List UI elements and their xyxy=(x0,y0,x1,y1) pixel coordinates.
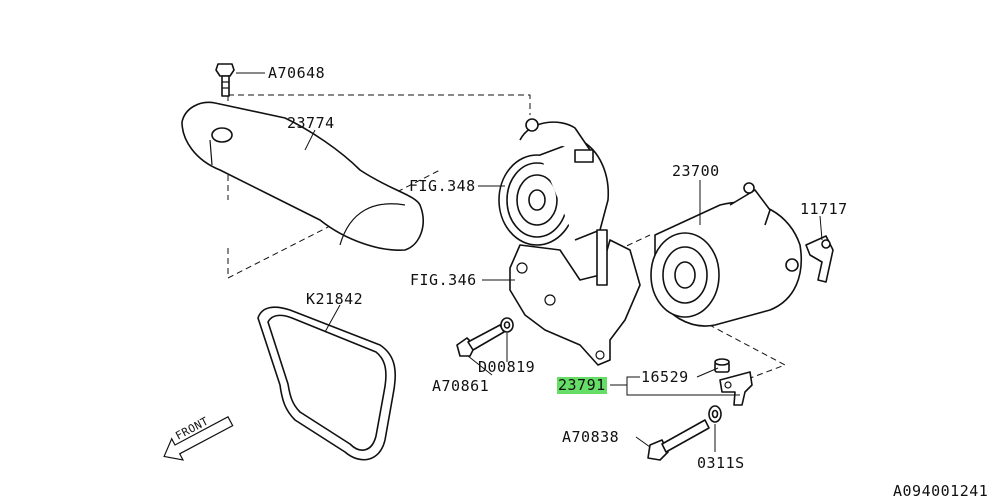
label-fig-348[interactable]: FIG.348 xyxy=(409,177,476,195)
front-label: FRONT xyxy=(173,414,211,442)
alternator-23700[interactable] xyxy=(650,182,802,327)
washer-0311s[interactable] xyxy=(708,405,722,423)
label-k21842[interactable]: K21842 xyxy=(306,290,363,308)
leader-lines xyxy=(236,72,823,452)
label-a70861[interactable]: A70861 xyxy=(432,377,489,395)
label-0311s[interactable]: 0311S xyxy=(697,454,745,472)
label-fig-346[interactable]: FIG.346 xyxy=(410,271,477,289)
drive-belt-k21842[interactable] xyxy=(257,306,396,461)
front-arrow-icon: FRONT xyxy=(163,414,234,461)
catalog-id: A094001241 xyxy=(893,482,988,499)
bolt-a70838[interactable] xyxy=(647,419,710,461)
label-11717[interactable]: 11717 xyxy=(800,200,848,218)
alternator-cover-23774[interactable] xyxy=(181,101,424,251)
alternator-bracket[interactable] xyxy=(509,229,641,366)
highlight-23791 xyxy=(557,377,607,394)
label-a70838[interactable]: A70838 xyxy=(562,428,619,446)
bracket-11717[interactable] xyxy=(805,235,834,283)
label-16529[interactable]: 16529 xyxy=(641,368,689,386)
bolt-a70648[interactable] xyxy=(215,63,235,97)
bolt-a70861[interactable] xyxy=(456,324,505,357)
label-23700[interactable]: 23700 xyxy=(672,162,720,180)
stay-23791[interactable] xyxy=(719,371,753,406)
bushing-16529[interactable] xyxy=(714,358,730,373)
label-23791[interactable]: 23791 xyxy=(558,376,606,394)
power-steering-pump[interactable] xyxy=(498,118,610,246)
washer-d00819[interactable] xyxy=(500,317,514,333)
label-d00819[interactable]: D00819 xyxy=(478,358,535,376)
part-labels: A70648 23774 FIG.348 23700 11717 FIG.346… xyxy=(268,64,988,499)
label-a70648[interactable]: A70648 xyxy=(268,64,325,82)
label-23774[interactable]: 23774 xyxy=(287,114,335,132)
